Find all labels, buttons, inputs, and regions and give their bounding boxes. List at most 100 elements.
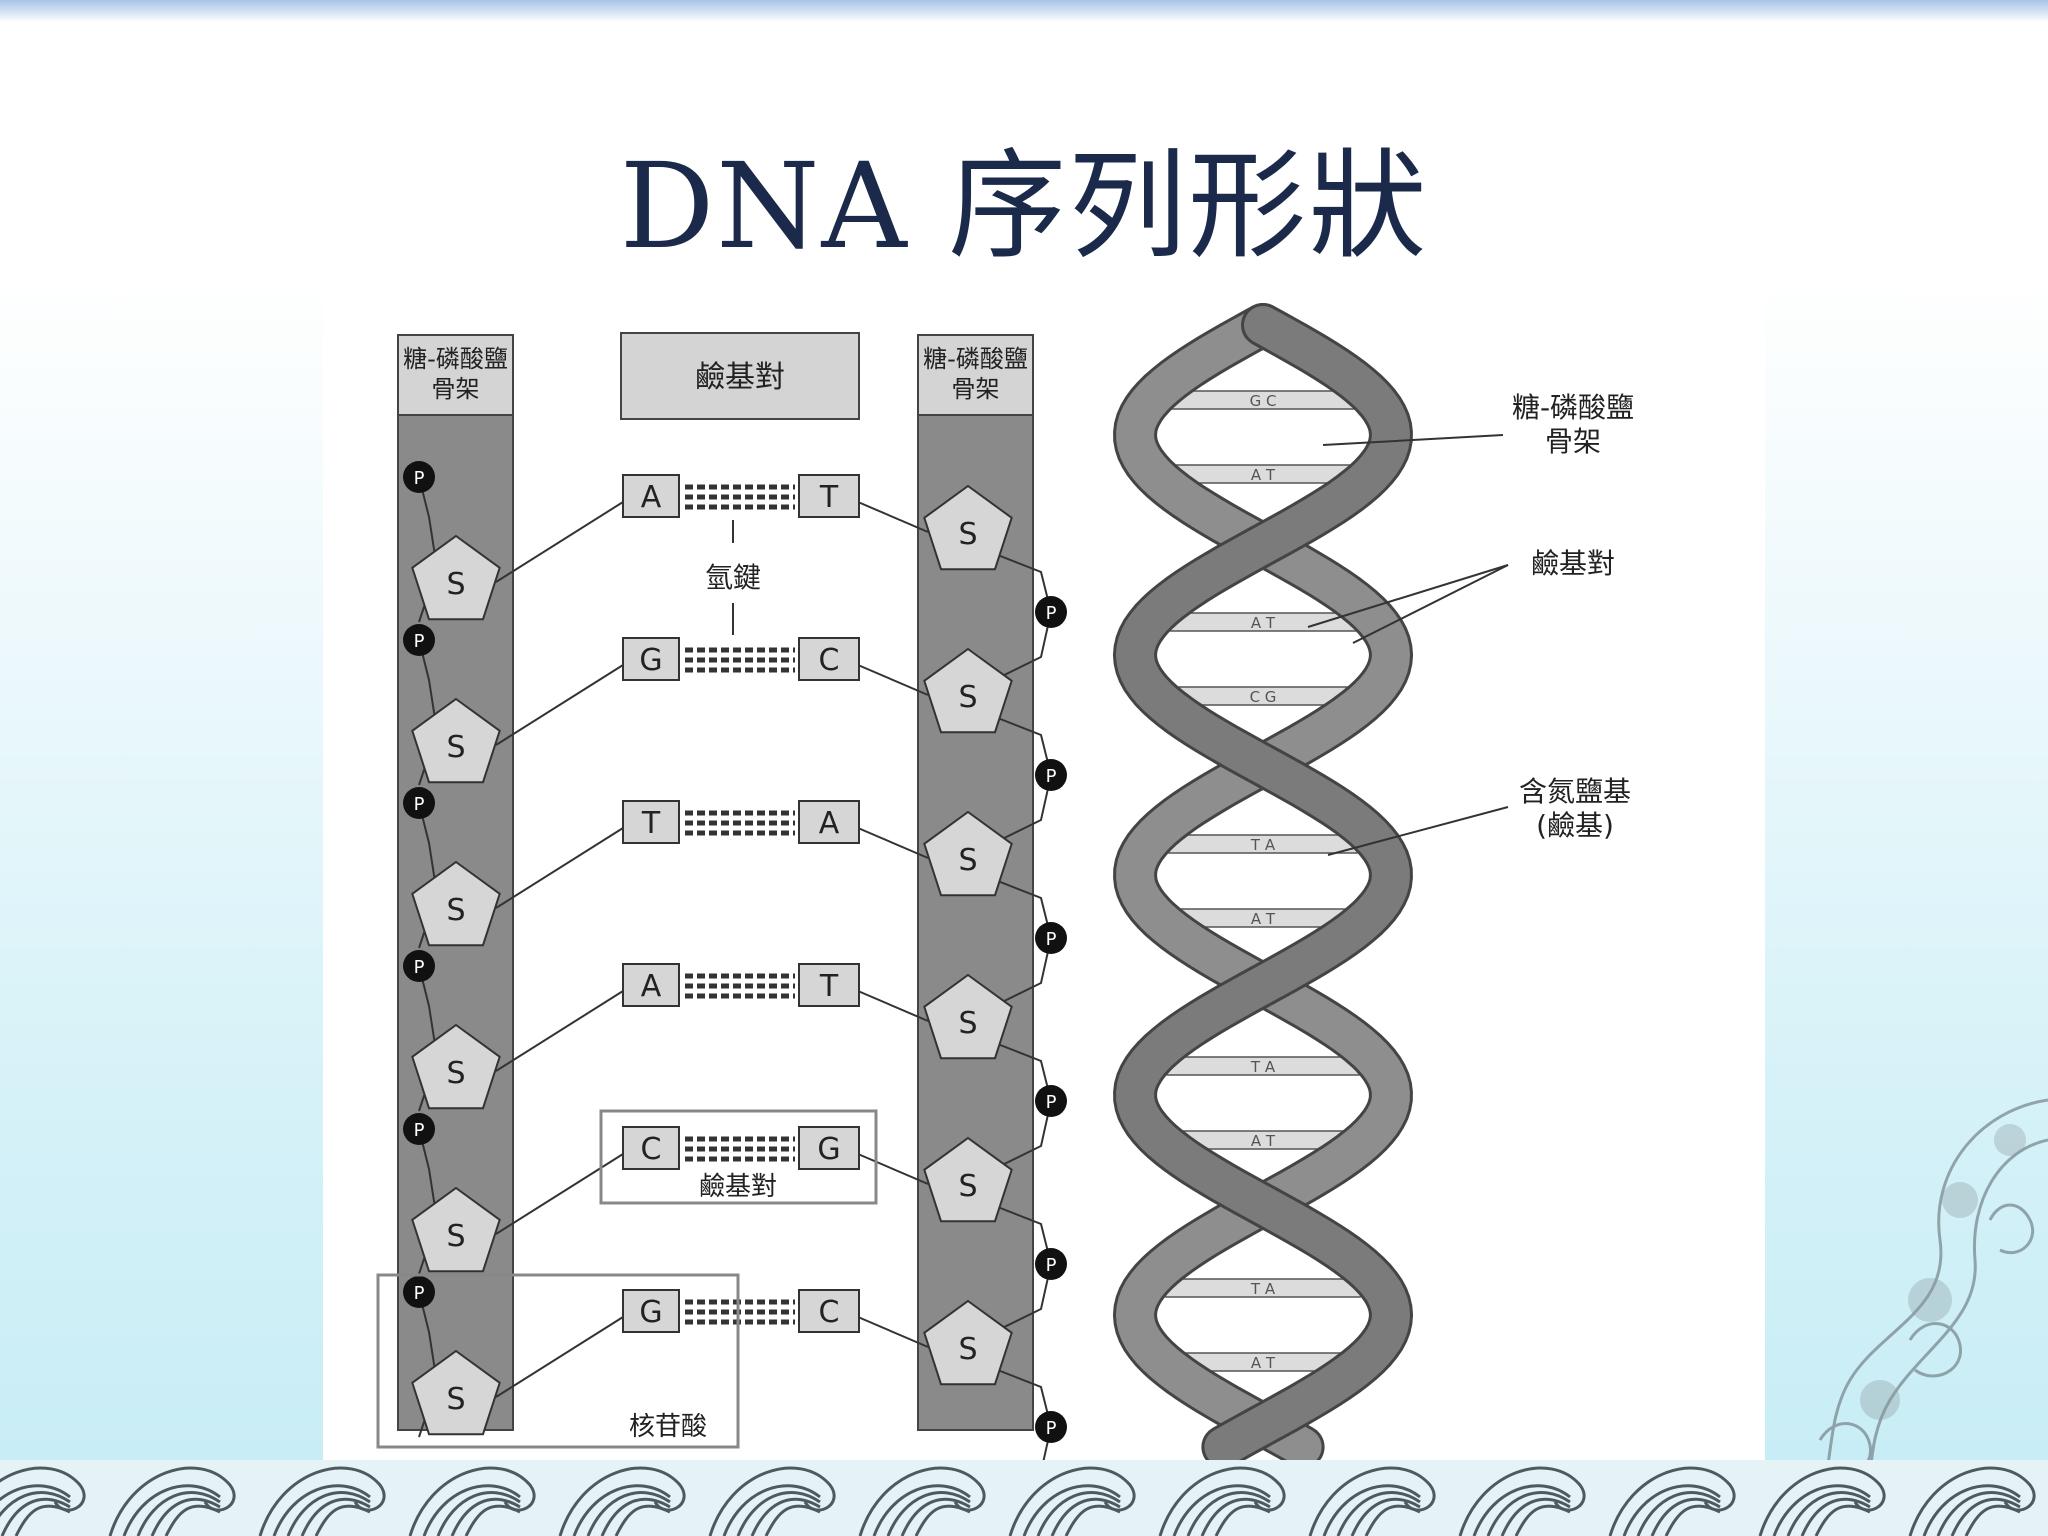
helix-base-pair-label: 鹼基對	[1531, 547, 1615, 580]
base-pair-inline-label: 鹼基對	[699, 1172, 777, 1202]
wave-line	[1800, 1497, 1871, 1536]
wave-line	[1022, 1484, 1121, 1536]
wave-curl	[1458, 1466, 1586, 1536]
base-pair-header-box	[620, 332, 860, 420]
sugar-base-bond	[857, 827, 929, 859]
wave-line	[0, 1497, 71, 1536]
helix-rung-label: C G	[1250, 688, 1277, 706]
wave-curl	[558, 1466, 686, 1536]
wave-line	[1650, 1497, 1721, 1536]
wave-line	[1214, 1504, 1271, 1536]
wave-line	[1364, 1504, 1421, 1536]
sugar-pentagon	[923, 973, 1013, 1060]
wave-line	[900, 1497, 971, 1536]
sugar-label: S	[446, 1056, 465, 1091]
sugar-label: S	[958, 1169, 977, 1204]
phosphate-label: P	[1046, 1418, 1057, 1439]
sugar-pentagon	[923, 1136, 1013, 1223]
wave-line	[1186, 1491, 1271, 1536]
phosphate-circle	[1035, 596, 1067, 628]
wave-line	[1472, 1484, 1571, 1536]
right-backbone-header	[917, 334, 1034, 416]
base-letter-right: T	[819, 480, 839, 515]
wave-line	[122, 1484, 221, 1536]
wave-curl	[858, 1466, 986, 1536]
wave-line	[450, 1497, 521, 1536]
sugar-base-bond	[857, 501, 929, 533]
wave-line	[736, 1491, 821, 1536]
wave-line	[164, 1504, 221, 1536]
phosphate-label: P	[414, 1120, 425, 1141]
wave-line	[1514, 1504, 1571, 1536]
helix-leader-line	[1327, 806, 1509, 856]
wave-line	[286, 1491, 371, 1536]
base-letter-right: G	[817, 1132, 840, 1167]
phosphate-circle	[403, 624, 435, 656]
helix-rung-label: A T	[1251, 1354, 1276, 1372]
sugar-base-bond	[857, 1153, 929, 1185]
phosphate-circle	[403, 787, 435, 819]
base-box-left	[622, 1289, 680, 1333]
wave-line	[886, 1491, 971, 1536]
sugar-base-bond	[495, 501, 624, 583]
wave-line	[1172, 1484, 1271, 1536]
sugar-pentagon	[411, 1023, 501, 1110]
sugar-base-bond	[495, 664, 624, 746]
wave-line	[314, 1504, 371, 1536]
wave-line	[1064, 1504, 1121, 1536]
sugar-label: S	[958, 843, 977, 878]
phosphate-label: P	[414, 794, 425, 815]
wave-line	[722, 1484, 821, 1536]
helix-rung-label: T A	[1250, 1280, 1276, 1298]
hydrogen-bond-label: 氫鍵	[705, 561, 761, 594]
sugar-pentagon	[411, 1349, 501, 1436]
sugar-base-bond	[495, 990, 624, 1072]
base-letter-left: A	[641, 480, 662, 515]
helix-rung-label: A T	[1251, 1132, 1276, 1150]
wave-line	[1964, 1504, 2021, 1536]
base-pair-highlight-box	[599, 1109, 878, 1205]
helix-strand-back	[1115, 306, 1411, 1466]
sugar-pentagon	[411, 1186, 501, 1273]
sugar-base-bond	[857, 990, 929, 1022]
phosphate-circle	[403, 1276, 435, 1308]
helix-rung-label: T A	[1250, 1058, 1276, 1076]
phosphate-circle	[1035, 922, 1067, 954]
phosphate-circle	[403, 950, 435, 982]
phosphate-label: P	[414, 631, 425, 652]
double-helix-diagram: G CA TA TC GT AA TT AA TT AA T糖-磷酸鹽骨架鹼基對…	[1112, 303, 1634, 1469]
wave-line	[1622, 1484, 1721, 1536]
base-letter-left: G	[639, 1295, 662, 1330]
wave-line	[872, 1484, 971, 1536]
base-box-right	[798, 1126, 860, 1170]
base-box-right	[798, 474, 860, 518]
base-letter-right: T	[819, 969, 839, 1004]
wave-line	[422, 1484, 521, 1536]
sugar-pentagon	[923, 810, 1013, 897]
wave-line	[150, 1497, 221, 1536]
base-box-right	[798, 800, 860, 844]
wave-line	[1950, 1497, 2021, 1536]
wave-curl	[1308, 1466, 1436, 1536]
phosphate-circle	[403, 461, 435, 493]
wave-border-decoration	[0, 1460, 2048, 1536]
wave-line	[14, 1504, 71, 1536]
wave-line	[586, 1491, 671, 1536]
sugar-label: S	[446, 730, 465, 765]
helix-leader-line	[1307, 564, 1509, 628]
sugar-pentagon	[411, 697, 501, 784]
sugar-pentagon	[923, 1299, 1013, 1386]
base-letter-right: C	[819, 643, 840, 678]
sugar-base-bond	[857, 1316, 929, 1348]
wave-line	[1500, 1497, 1571, 1536]
base-pair-header-label: 鹼基對	[695, 360, 785, 395]
sugar-base-bond	[495, 827, 624, 909]
base-box-right	[798, 1289, 860, 1333]
wave-line	[1486, 1491, 1571, 1536]
wave-line	[0, 1484, 71, 1502]
base-letter-left: A	[641, 969, 662, 1004]
sugar-label: S	[958, 517, 977, 552]
base-box-left	[622, 637, 680, 681]
wave-curl	[258, 1466, 386, 1536]
